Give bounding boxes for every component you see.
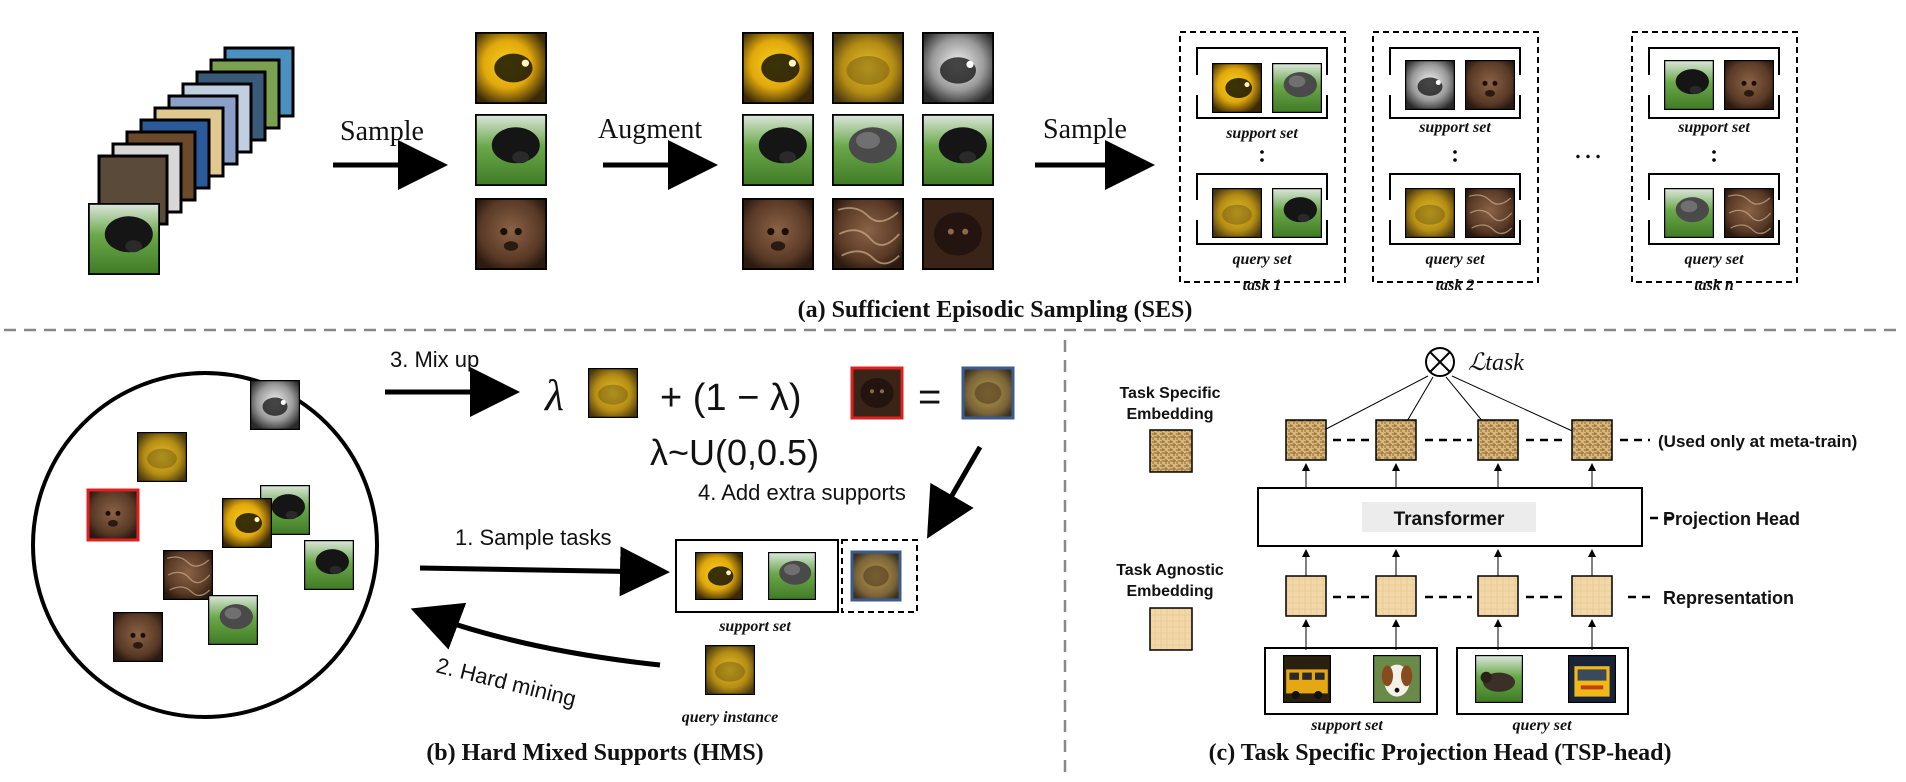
legend-specific-swatch	[1149, 429, 1193, 473]
panel-b-caption: (b) Hard Mixed Supports (HMS)	[426, 740, 763, 766]
projection-head-label: Projection Head	[1663, 509, 1800, 529]
hms-support-label: support set	[718, 618, 791, 635]
sample-label-1: Sample	[340, 116, 424, 147]
hard-mining-arrow	[410, 602, 661, 668]
task-card-1: support set query set task 1	[1179, 31, 1346, 294]
task-pool-circle	[31, 371, 379, 719]
legend-specific-line2: Embedding	[1126, 406, 1213, 423]
loss-label: ℒtask	[1468, 350, 1524, 376]
legend-agnostic: Task Agnostic Embedding	[1116, 562, 1224, 651]
panel-c-caption: (c) Task Specific Projection Head (TSP-h…	[1209, 740, 1672, 766]
augment-label: Augment	[598, 114, 702, 145]
legend-agnostic-line1: Task Agnostic	[1116, 562, 1224, 579]
panel-a: Sample Augment Sample	[88, 31, 1798, 323]
loss-node: ℒtask	[1425, 347, 1524, 377]
specific-embeddings-row: (Used only at meta-train)	[1285, 375, 1857, 461]
task-2-support-label: support set	[1418, 119, 1491, 136]
mixup-step-label: 3. Mix up	[390, 347, 479, 372]
transformer-label: Transformer	[1394, 509, 1505, 530]
panel-c: ℒtask Task Specific Embedding Task Agnos…	[1116, 347, 1857, 766]
task-card-n: support set query set task n	[1631, 31, 1798, 294]
augmented-images-grid	[742, 32, 994, 270]
task-2-query-label: query set	[1425, 251, 1485, 268]
ellipsis: …	[1573, 132, 1603, 165]
legend-specific-line1: Task Specific	[1119, 385, 1220, 402]
add-supports-step-label: 4. Add extra supports	[698, 480, 906, 505]
hms-support-set: support set	[675, 539, 918, 635]
image-dataset-stack	[88, 46, 295, 275]
sampled-images	[475, 32, 547, 270]
task-1-query-label: query set	[1232, 251, 1292, 268]
task-n-query-label: query set	[1684, 251, 1744, 268]
agnostic-embeddings-row: Representation	[1285, 549, 1794, 617]
legend-agnostic-line2: Embedding	[1126, 583, 1213, 600]
representation-label: Representation	[1663, 588, 1794, 608]
tsp-query-label: query set	[1512, 717, 1572, 734]
task-1-support-label: support set	[1225, 125, 1298, 142]
transformer-block: Transformer Projection Head	[1257, 463, 1800, 547]
task-n-label: task n	[1694, 277, 1734, 294]
used-only-label: (Used only at meta-train)	[1658, 432, 1857, 451]
sample-tasks-arrow	[419, 546, 670, 597]
tsp-input-sets: support set query set	[1264, 619, 1629, 734]
tsp-support-label: support set	[1310, 717, 1383, 734]
sample-tasks-step-label: 1. Sample tasks	[455, 525, 612, 550]
panel-b: 3. Mix up λ + (1 − λ) = λ~U(0,0.5) 4. Ad…	[31, 347, 1015, 766]
mixup-formula: λ + (1 − λ) = λ~U(0,0.5)	[543, 366, 1015, 473]
task-2-label: task 2	[1436, 277, 1475, 294]
hms-query-label: query instance	[682, 709, 778, 726]
formula-lambda: λ	[543, 371, 564, 420]
legend-agnostic-swatch	[1149, 607, 1193, 651]
hard-mining-step-label: 2. Hard mining	[434, 653, 579, 712]
formula-plus-term: + (1 − λ)	[660, 377, 802, 419]
sample-label-2: Sample	[1043, 114, 1127, 145]
panel-a-caption: (a) Sufficient Episodic Sampling (SES)	[798, 297, 1193, 323]
hms-query-instance: query instance	[682, 645, 778, 726]
add-supports-arrow	[926, 445, 983, 539]
formula-distribution: λ~U(0,0.5)	[650, 432, 819, 473]
task-1-label: task 1	[1243, 277, 1282, 294]
task-pool-images	[86, 380, 354, 662]
legend-specific: Task Specific Embedding	[1119, 385, 1221, 473]
task-n-support-label: support set	[1677, 119, 1750, 136]
formula-equals: =	[918, 375, 941, 419]
task-card-2: support set query set task 2	[1372, 31, 1539, 294]
